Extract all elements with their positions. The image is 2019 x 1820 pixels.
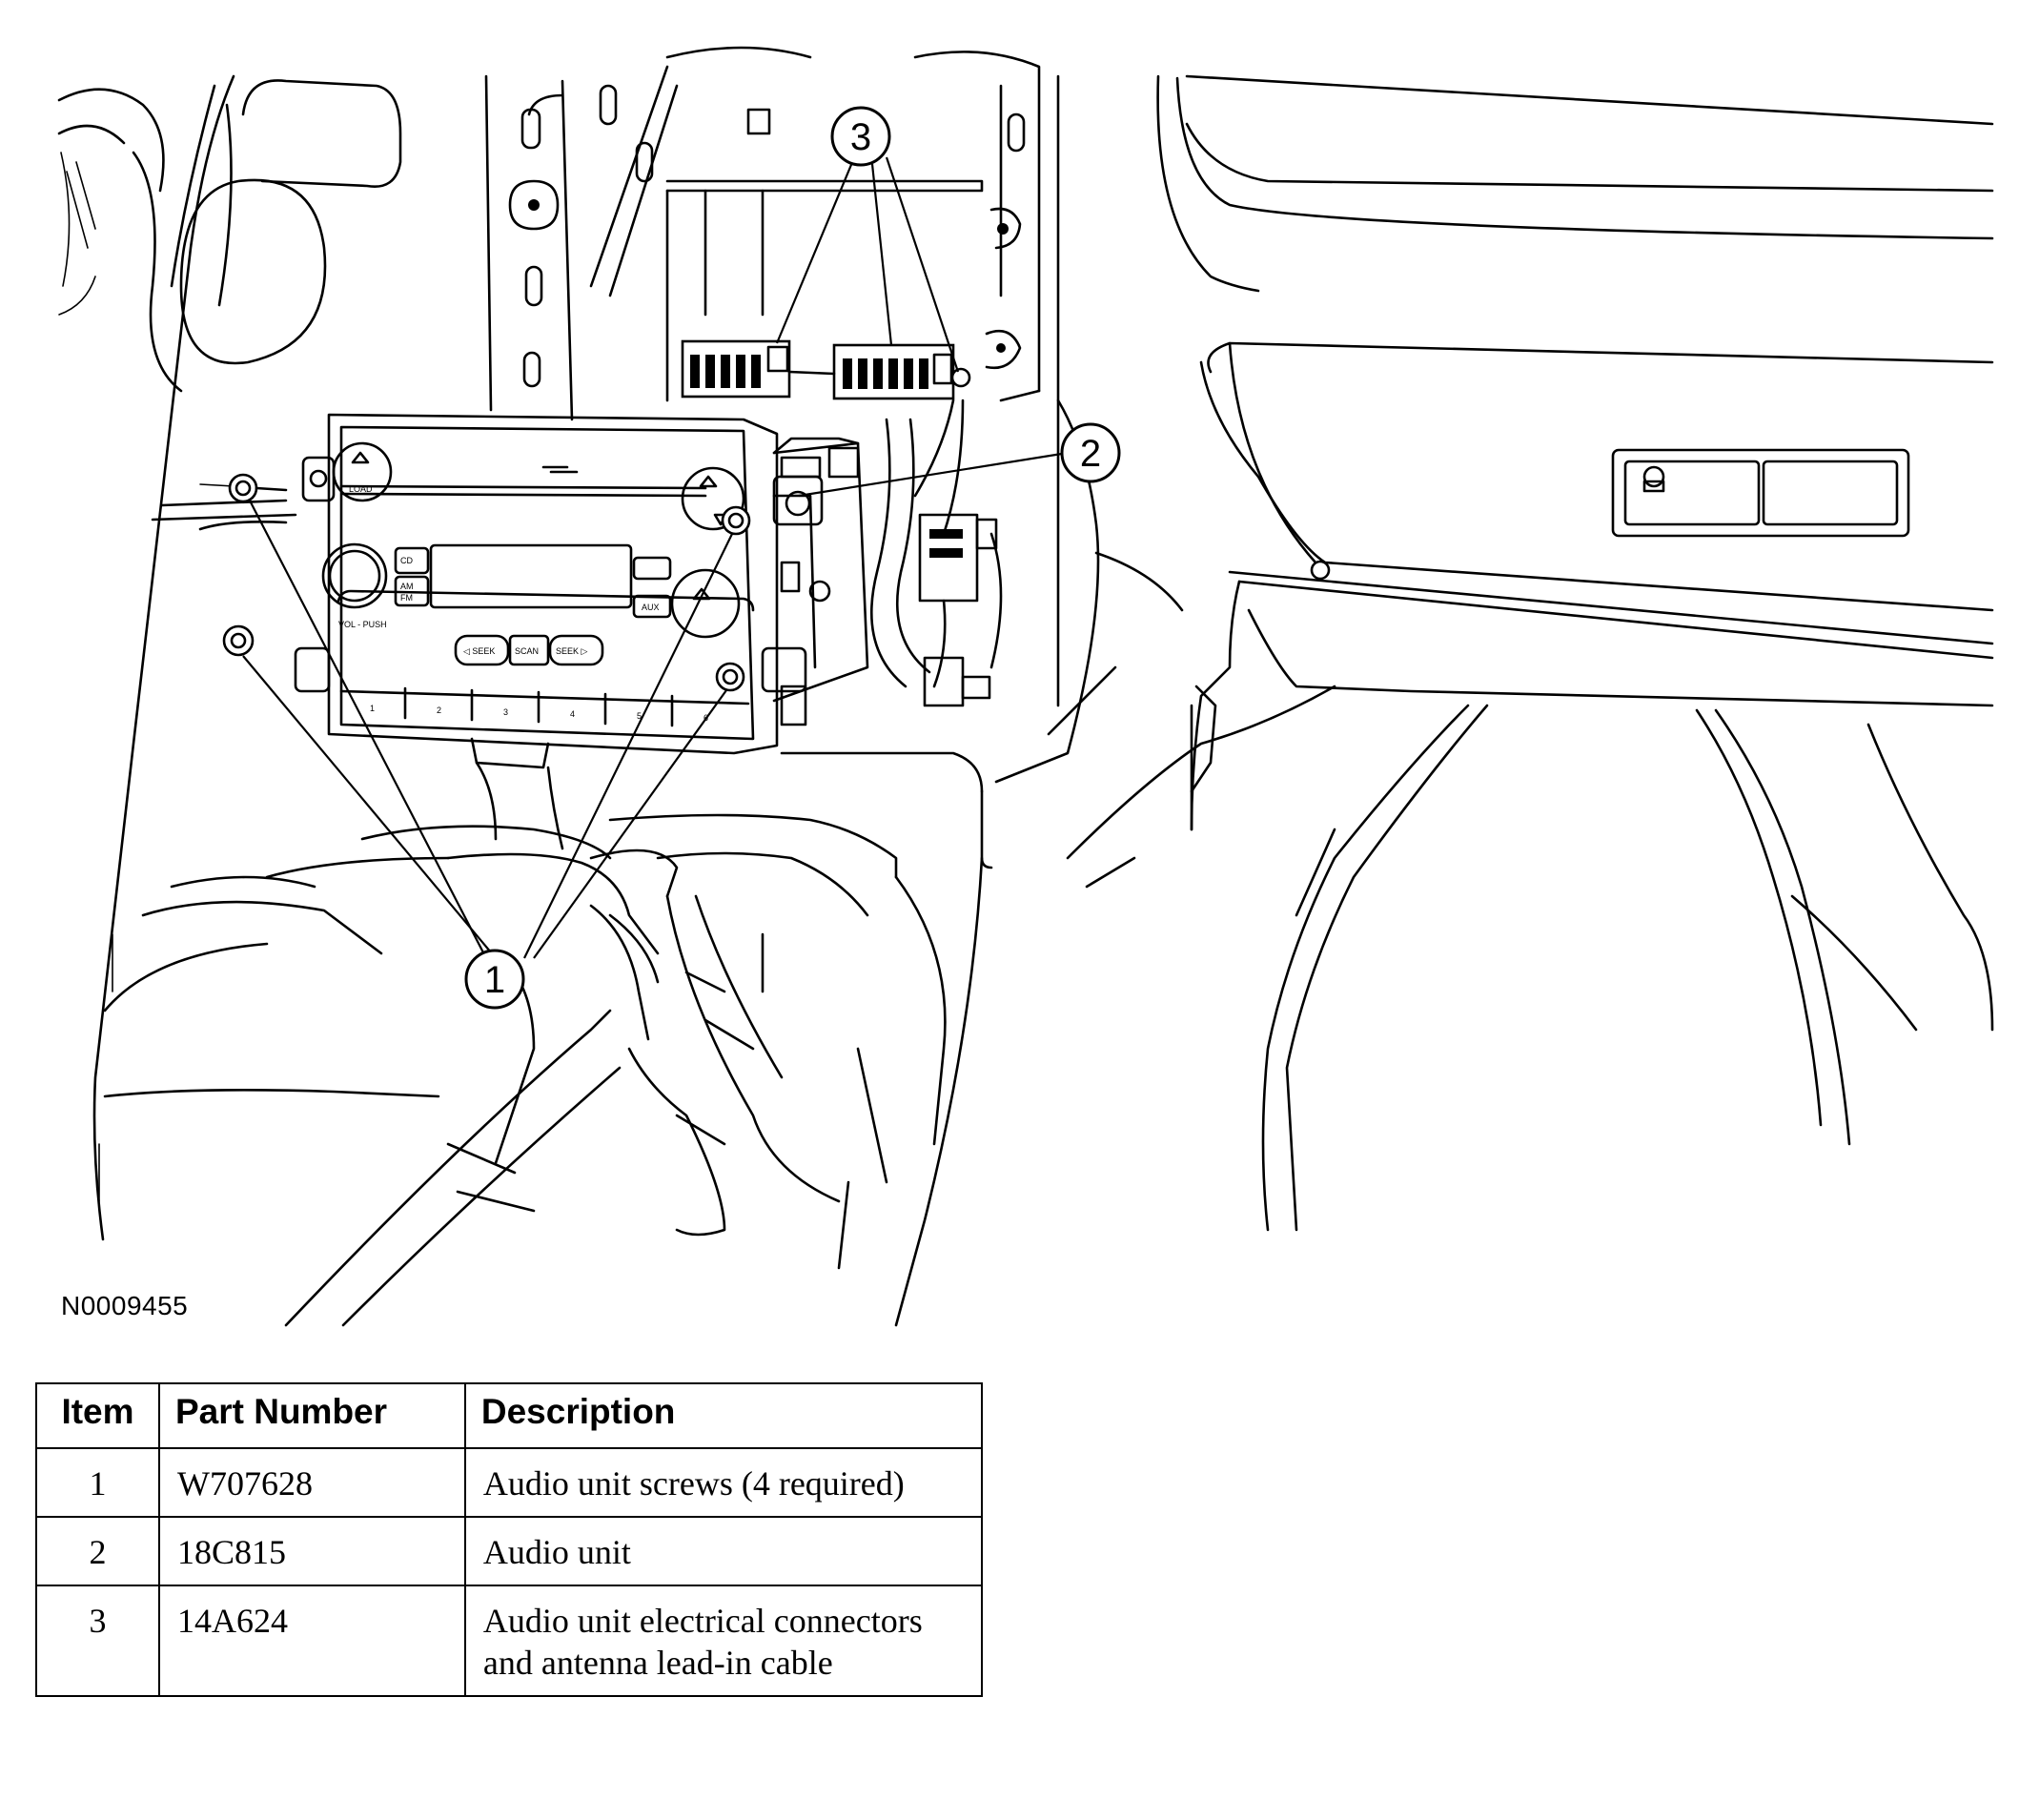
center-tunnel (284, 813, 984, 1327)
callout-3: 3 (830, 106, 891, 167)
preset-4-label: 4 (570, 709, 575, 719)
preset-5-label: 5 (637, 711, 642, 721)
shifter-and-console (103, 499, 726, 1237)
table-header-row: Item Part Number Description (35, 1382, 984, 1449)
electrical-connectors (681, 339, 971, 536)
cd-button-label: CD (400, 556, 413, 565)
svg-text:1: 1 (484, 959, 505, 1001)
row-part-number: W707628 (157, 1447, 466, 1518)
passenger-dash (1047, 74, 1994, 1232)
seek-right-label: SEEK ▷ (556, 646, 588, 656)
am-fm-button-label: AM (400, 582, 414, 591)
callout-leaders (242, 156, 1069, 959)
table-row: 3 14A624 Audio unit electrical connector… (35, 1585, 984, 1697)
callout-2: 2 (1060, 422, 1121, 483)
table-row: 1 W707628 Audio unit screws (4 required) (35, 1447, 984, 1518)
header-description: Description (463, 1382, 984, 1449)
left-pillar (92, 74, 235, 1241)
audio-unit: LOAD CD AM FM AUX VOL - PUSH ◁ SEEK SCAN… (294, 413, 869, 769)
row-part-number: 14A624 (157, 1585, 466, 1697)
vol-push-label: VOL - PUSH (338, 620, 387, 629)
left-dash-edge (57, 88, 327, 393)
audio-unit-screws (199, 473, 751, 692)
row-description: Audio unit (463, 1516, 984, 1586)
row-description: Audio unit electrical connectors and ant… (463, 1585, 984, 1697)
row-item: 1 (35, 1447, 160, 1518)
svg-text:2: 2 (1080, 433, 1101, 475)
header-part-number: Part Number (157, 1382, 466, 1449)
svg-text:3: 3 (850, 116, 871, 158)
wiring-harness (870, 418, 1003, 707)
preset-2-label: 2 (437, 706, 441, 715)
table-row: 2 18C815 Audio unit (35, 1516, 984, 1586)
load-button-label: LOAD (349, 484, 373, 494)
parts-table: Item Part Number Description 1 W707628 A… (35, 1382, 984, 1697)
seek-left-label: ◁ SEEK (463, 646, 495, 656)
row-item: 3 (35, 1585, 160, 1697)
aux-button-label: AUX (642, 603, 660, 612)
preset-1-label: 1 (370, 704, 375, 713)
upper-dash-structure (241, 46, 1060, 707)
callout-1: 1 (464, 949, 525, 1010)
preset-3-label: 3 (503, 707, 508, 717)
row-description: Audio unit screws (4 required) (463, 1447, 984, 1518)
header-item: Item (35, 1382, 160, 1449)
audio-unit-removal-illustration: LOAD CD AM FM AUX VOL - PUSH ◁ SEEK SCAN… (57, 46, 1994, 1327)
row-item: 2 (35, 1516, 160, 1586)
row-part-number: 18C815 (157, 1516, 466, 1586)
figure-id: N0009455 (61, 1291, 189, 1320)
fm-button-label: FM (400, 593, 413, 603)
scan-label: SCAN (515, 646, 539, 656)
